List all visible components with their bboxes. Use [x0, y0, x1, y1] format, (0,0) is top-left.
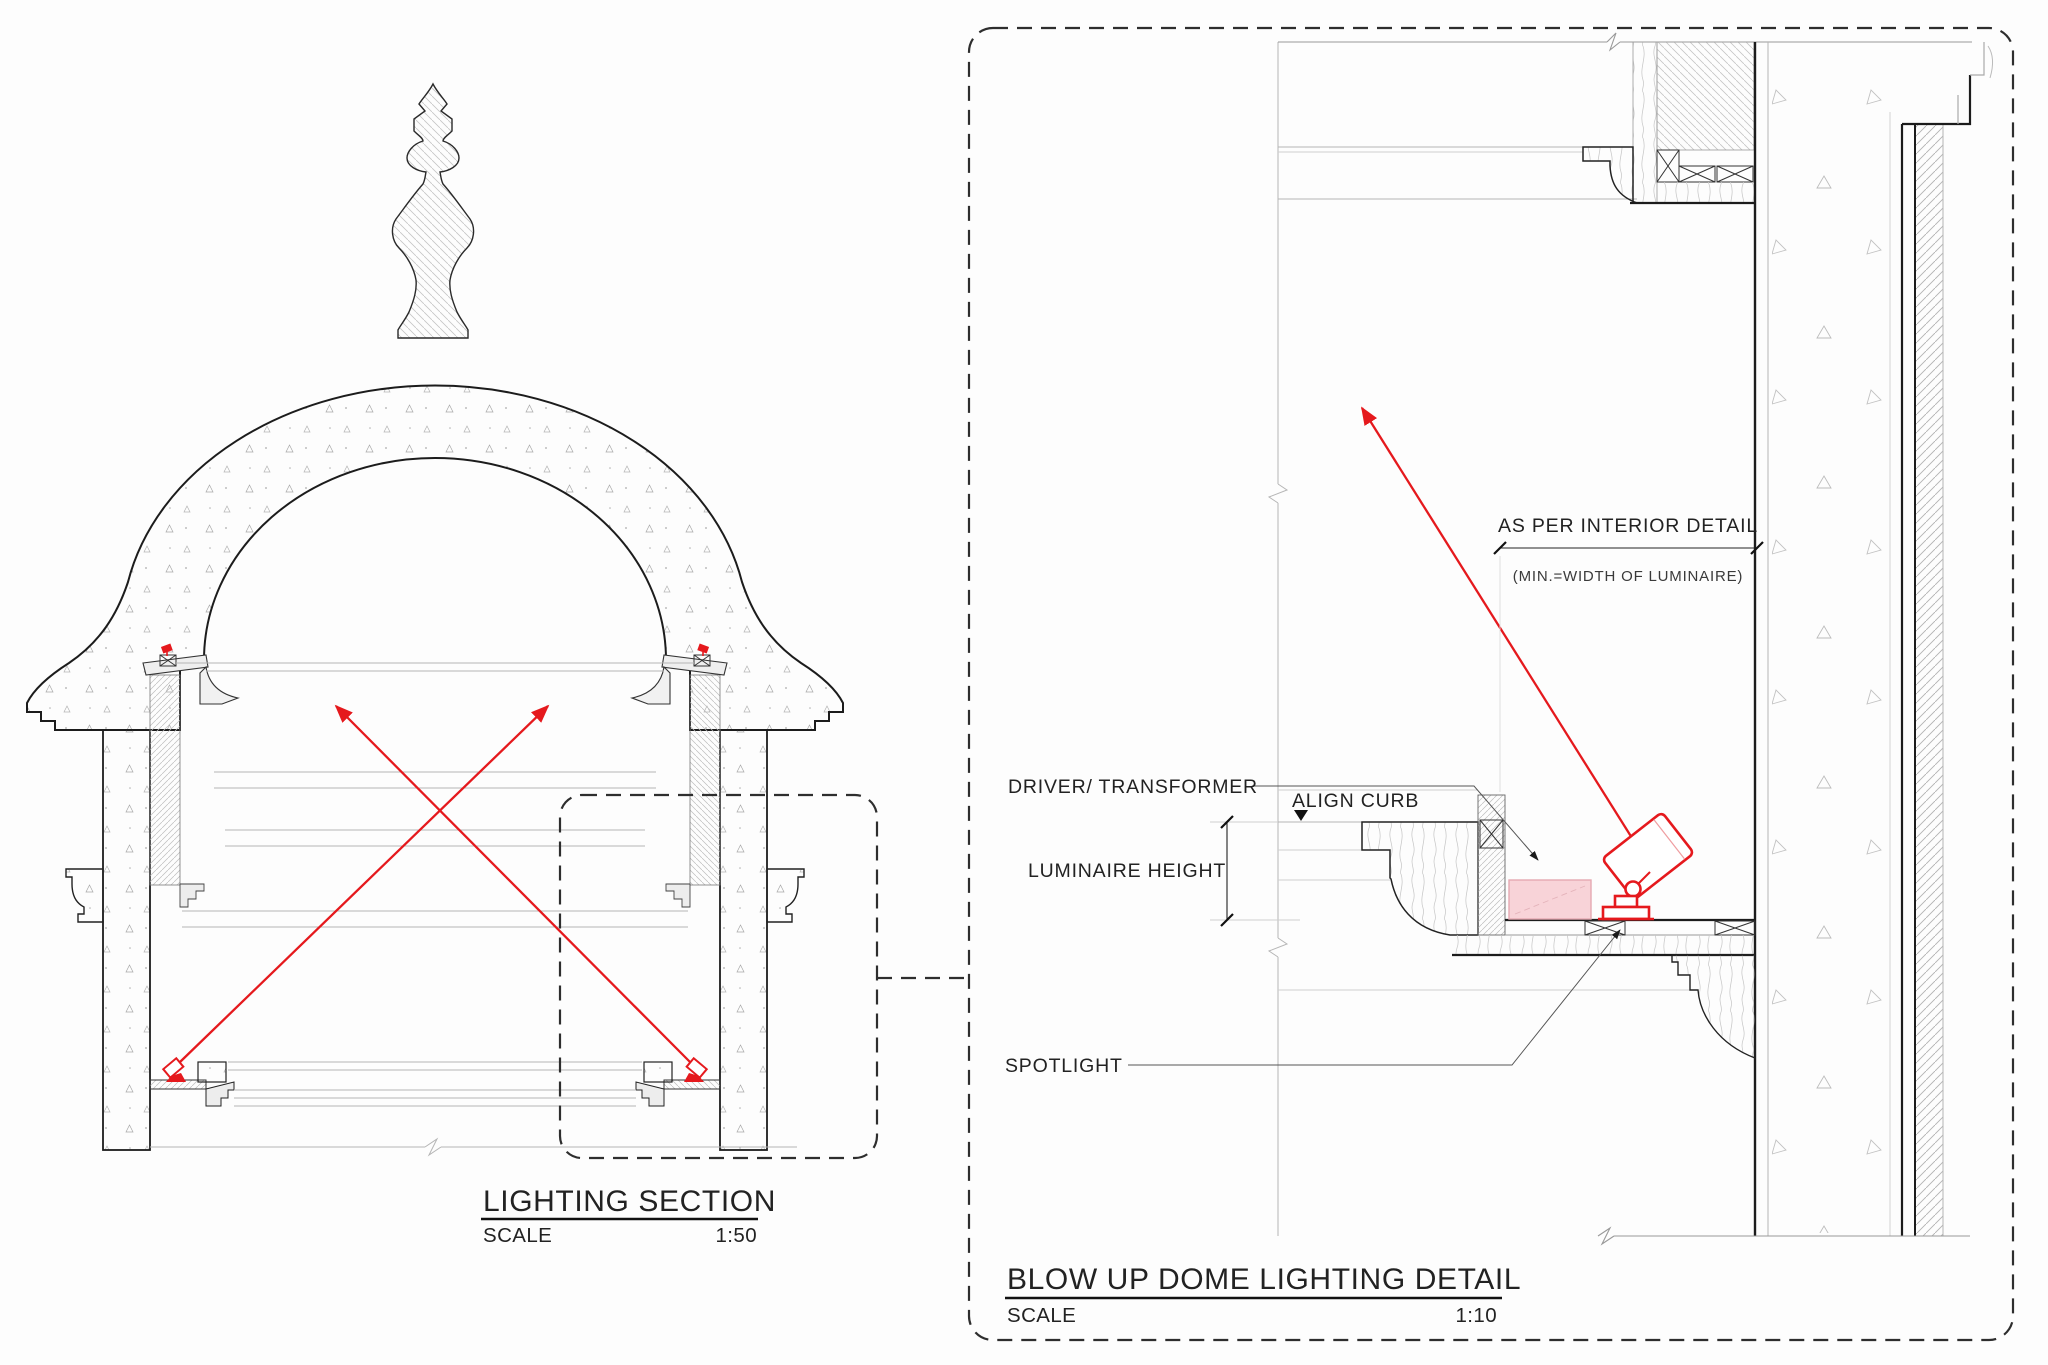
align-curb-marker: [1294, 810, 1308, 821]
width-dimension: AS PER INTERIOR DETAIL (MIN.=WIDTH OF LU…: [1493, 515, 1764, 792]
beam-arrow-detail: [1361, 406, 1633, 839]
blocking-boxes: [1656, 149, 1754, 183]
driver-transformer-label: DRIVER/ TRANSFORMER: [1008, 776, 1258, 798]
dome-shell: [26, 384, 844, 731]
align-curb-label: ALIGN CURB: [1292, 790, 1419, 812]
cornice-blocking-box: [159, 654, 177, 667]
blowup-panel-border: [967, 26, 2015, 1342]
lighting-section-scale-value: 1:50: [716, 1224, 758, 1247]
blowup-scale-value: 1:10: [1456, 1304, 1498, 1327]
ledge-molding: [205, 1081, 235, 1107]
blowup-titleblock: BLOW UP DOME LIGHTING DETAIL SCALE 1:10: [1005, 1263, 1521, 1327]
lighting-section-titleblock: LIGHTING SECTION SCALE 1:50: [481, 1185, 776, 1247]
spotlight-leader: [1128, 929, 1621, 1066]
blowup-title: BLOW UP DOME LIGHTING DETAIL: [1007, 1263, 1521, 1296]
concrete-zone: [1772, 55, 1886, 1233]
as-per-interior-detail-label: AS PER INTERIOR DETAIL: [1498, 515, 1758, 537]
interior-face-line: [1267, 42, 1289, 1236]
spotlight-label: SPOTLIGHT: [1005, 1055, 1123, 1077]
driver-leader: [1252, 785, 1539, 861]
left-pier: [65, 643, 240, 1151]
furring-band: [1477, 794, 1506, 936]
wall-assembly: [1597, 42, 1994, 1246]
dome-finial: [391, 82, 475, 339]
crown-molding: [1671, 954, 1756, 1060]
inner-bracket: [179, 883, 205, 908]
top-cut-line: [1278, 32, 1972, 52]
bottom-cut-line: [1597, 1226, 1970, 1246]
blowup-scale-label: SCALE: [1007, 1304, 1076, 1327]
spotlight-symbol-right: [684, 1056, 709, 1082]
detail-callout-box: [558, 793, 879, 1160]
break-mark: [424, 1137, 442, 1157]
driver-box: [1508, 879, 1592, 920]
blow-up-panel: AS PER INTERIOR DETAIL (MIN.=WIDTH OF LU…: [967, 26, 2015, 1342]
furring-blocking: [1479, 819, 1504, 849]
interior-lines: [1278, 789, 1692, 991]
blowup-drawing: AS PER INTERIOR DETAIL (MIN.=WIDTH OF LU…: [1005, 32, 1994, 1246]
min-width-note: (MIN.=WIDTH OF LUMINAIRE): [1513, 568, 1743, 585]
lighting-section-title: LIGHTING SECTION: [483, 1185, 776, 1218]
cove-uplight-symbol: [160, 643, 173, 656]
luminaire-height-label: LUMINAIRE HEIGHT: [1028, 860, 1226, 882]
luminaire-height-dimension: [1210, 815, 1300, 927]
interior-ring-lines: [150, 662, 797, 1157]
mid-molding: [65, 868, 104, 923]
beam-arrow-left: [179, 704, 550, 1063]
render-band: [1916, 124, 1943, 1236]
lighting-section-scale-label: SCALE: [483, 1224, 552, 1247]
ceiling-cornice: [1278, 41, 1755, 205]
beam-arrow-right: [334, 704, 691, 1063]
spotlight-fixture: [1361, 406, 1694, 921]
spotlight-symbol-left: [161, 1056, 186, 1082]
parapet-step: [1902, 75, 1972, 126]
curb-molding: [1361, 821, 1479, 936]
lighting-section-drawing: LIGHTING SECTION SCALE 1:50: [26, 82, 969, 1247]
ledge-curb: [197, 1061, 227, 1083]
